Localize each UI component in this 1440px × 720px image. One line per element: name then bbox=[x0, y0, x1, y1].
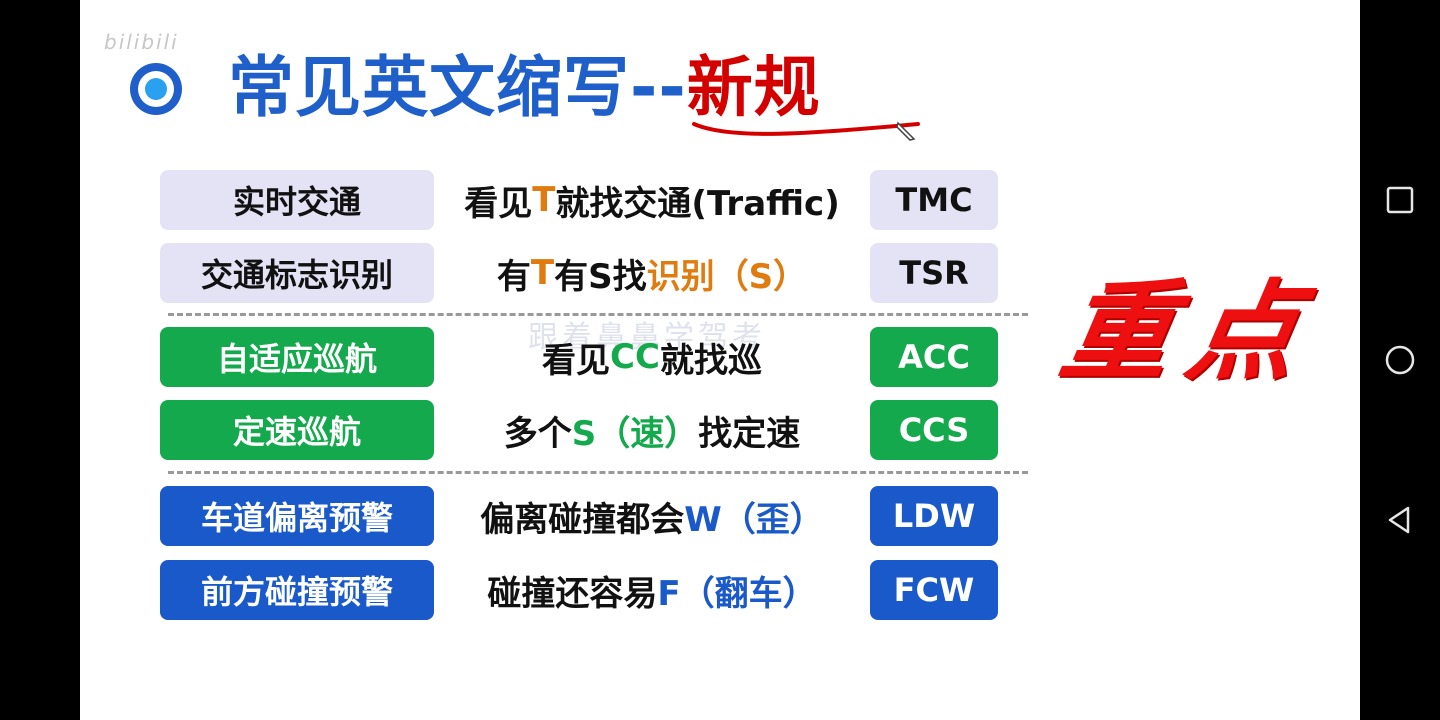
abbr-ccs: CCS bbox=[870, 400, 998, 460]
term-lane-departure-warning: 车道偏离预警 bbox=[160, 486, 434, 546]
dashed-divider bbox=[168, 313, 1028, 316]
square-icon[interactable] bbox=[1384, 184, 1416, 216]
dashed-divider bbox=[168, 471, 1028, 474]
page-title: 常见英文缩写--新规 bbox=[228, 46, 821, 130]
title-main: 常见英文缩写-- bbox=[228, 49, 687, 126]
term-cruise-control: 定速巡航 bbox=[160, 400, 434, 460]
term-forward-collision-warning: 前方碰撞预警 bbox=[160, 560, 434, 620]
abbr-tsr: TSR bbox=[870, 243, 998, 303]
circle-icon[interactable] bbox=[1384, 344, 1416, 376]
watermark-logo: bilibili bbox=[104, 30, 179, 54]
term-adaptive-cruise: 自适应巡航 bbox=[160, 327, 434, 387]
triangle-back-icon[interactable] bbox=[1384, 504, 1416, 536]
abbr-acc: ACC bbox=[870, 327, 998, 387]
pen-cursor-icon bbox=[896, 121, 916, 141]
abbr-fcw: FCW bbox=[870, 560, 998, 620]
left-black-bar bbox=[0, 0, 80, 720]
abbr-tmc: TMC bbox=[870, 170, 998, 230]
title-highlight: 新规 bbox=[686, 49, 821, 126]
android-nav-bar bbox=[1360, 0, 1440, 720]
watermark-text: 跟着鼻鼻学驾考 bbox=[528, 320, 766, 355]
term-realtime-traffic: 实时交通 bbox=[160, 170, 434, 230]
abbr-ldw: LDW bbox=[870, 486, 998, 546]
handwritten-underline bbox=[692, 122, 920, 136]
key-point-label: 重点 bbox=[1052, 270, 1327, 395]
target-bullet-icon bbox=[130, 63, 182, 115]
term-traffic-sign-recognition: 交通标志识别 bbox=[160, 243, 434, 303]
